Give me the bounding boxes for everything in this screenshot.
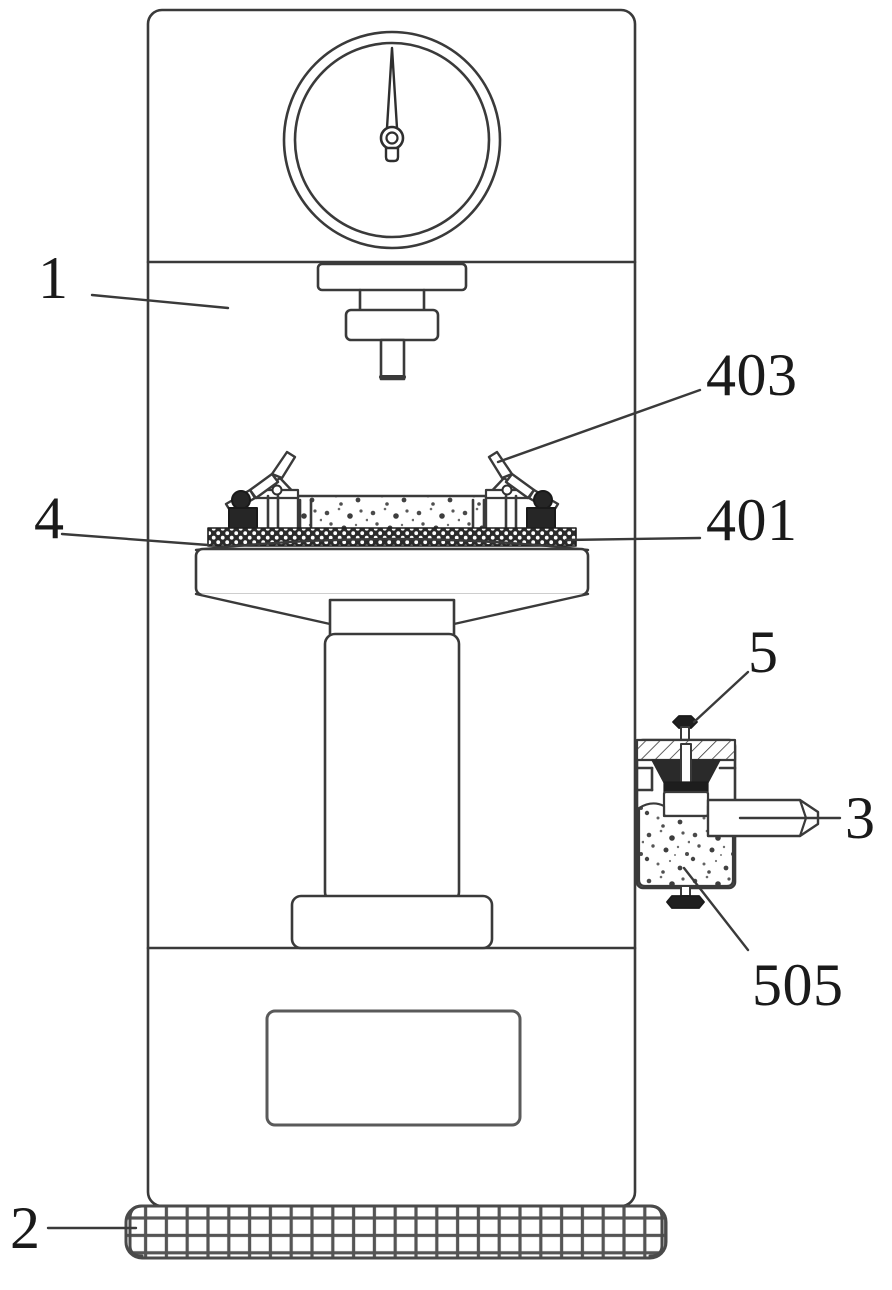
indenter-assembly [316, 262, 468, 381]
specimen-clamp-assembly [207, 450, 577, 547]
brush-funnel-element [635, 743, 737, 818]
anti-slip-base-pad [124, 1204, 668, 1260]
specimen-clamp-left[interactable] [224, 450, 313, 532]
indenter-mount-bar [316, 262, 468, 292]
reference-label-1: 1 [38, 245, 69, 311]
leader-1 [90, 293, 230, 310]
leader-403 [496, 388, 702, 464]
reference-label-505: 505 [752, 952, 844, 1018]
top-clamp-bolt[interactable] [672, 715, 698, 745]
bottom-clamp-bolt[interactable] [666, 885, 705, 909]
reference-label-2: 2 [10, 1195, 41, 1261]
indenter-collar [344, 308, 440, 342]
indenter-tip-rod [379, 338, 406, 381]
reference-label-3: 3 [845, 785, 876, 851]
specimen-table-assembly [194, 537, 590, 950]
reference-label-4: 4 [34, 485, 65, 551]
leader-lines [46, 293, 842, 1230]
table-neck [328, 598, 456, 638]
control-panel-window[interactable] [265, 1009, 522, 1127]
column-foot [290, 894, 494, 950]
gauge-needle [379, 46, 405, 163]
leader-5 [692, 670, 750, 724]
specimen-clamp-right[interactable] [471, 450, 560, 532]
leader-4 [60, 532, 210, 547]
specimen-table [194, 547, 590, 597]
reference-label-403: 403 [706, 342, 798, 408]
reference-label-5: 5 [748, 619, 779, 685]
leader-401 [564, 536, 702, 542]
elevating-screw-column [323, 632, 461, 904]
leader-505 [682, 866, 750, 952]
grinding-dust-collection-box [635, 715, 820, 909]
reference-label-401: 401 [706, 487, 798, 553]
brush-holder [662, 790, 710, 818]
dial-indicator[interactable] [282, 30, 502, 250]
